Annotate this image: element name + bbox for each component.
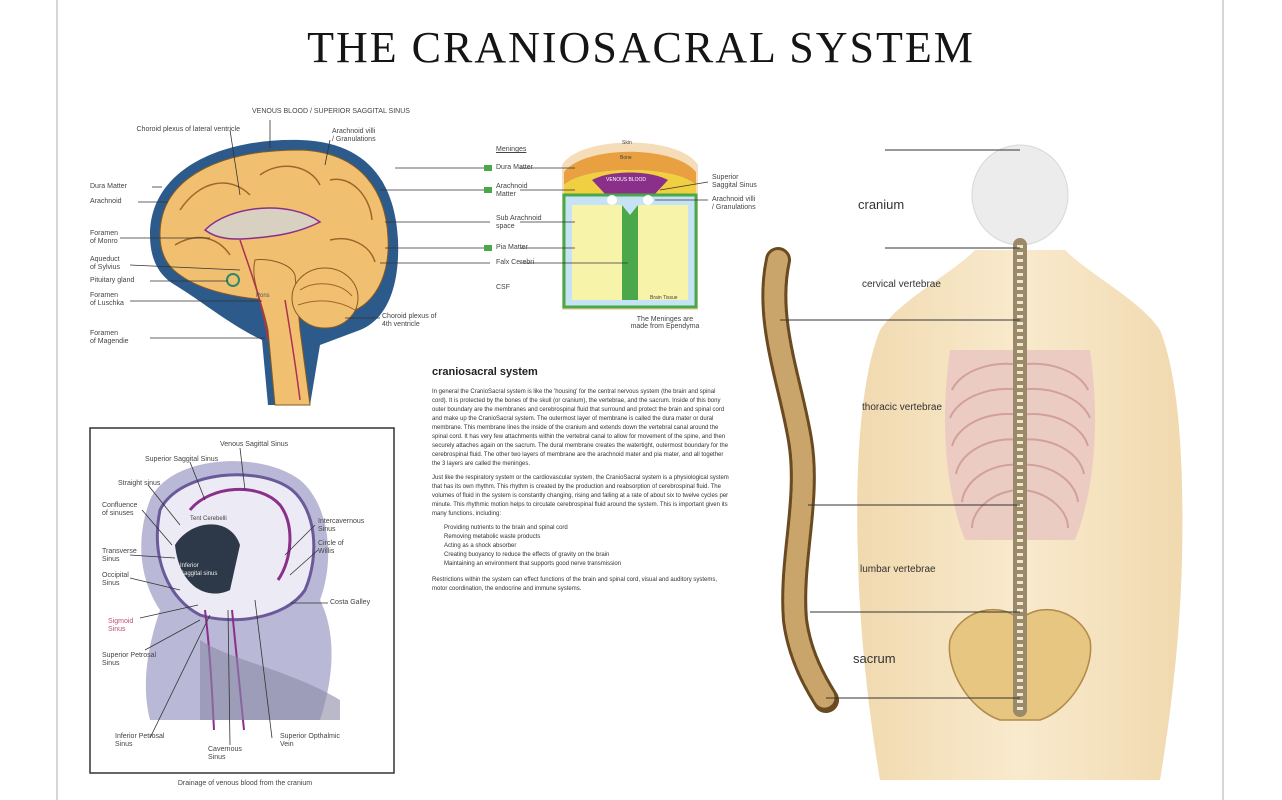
venous-frame	[89, 427, 395, 774]
meninges-inner-bone: Bone	[620, 155, 632, 161]
meninges-label-falx: Falx Cerebri	[496, 259, 535, 266]
meninges-inner-brain: Brain Tissue	[650, 295, 678, 301]
meninges-brain-right	[638, 205, 688, 300]
meninges-sinus	[592, 172, 668, 210]
brain-label-arachnoid: Arachnoid	[90, 198, 122, 205]
cranium-shape	[971, 144, 1069, 246]
venous-label-intercavernous: Intercavernous Sinus	[318, 518, 365, 533]
brain-label-pituitary: Pituitary gland	[90, 277, 135, 284]
pons-label: Pons	[256, 293, 270, 299]
venous-label-straight: Straight sinus	[118, 480, 161, 487]
cerebellum	[291, 267, 359, 329]
pituitary-gland	[226, 273, 240, 287]
meninges-inner-venous: VENOUS BLOOD	[606, 177, 647, 183]
spine-label-lumbar: lumbar vertebrae	[860, 564, 936, 575]
venous-label-confluence: Confluence of sinuses	[102, 502, 138, 517]
meninges-label-csf: CSF	[496, 284, 510, 291]
meninges-label-pia: Pia Matter	[496, 244, 528, 251]
spine-label-cranium: cranium	[858, 197, 905, 212]
spine-label-sacrum: sacrum	[853, 651, 896, 666]
description-heading: craniosacral system	[432, 366, 538, 378]
meninges-label-dura: Dura Matter	[496, 164, 533, 171]
meninges-label-villi: Arachnoid villi / Granulations	[712, 196, 756, 211]
meninges-inner-skin: Skin	[622, 140, 632, 146]
functions-list: Providing nutrients to the brain and spi…	[432, 524, 732, 569]
brain-label-aqueduct-sylvius: Aqueduct of Sylvius	[90, 256, 120, 271]
meninges-caption: The Meninges are made from Ependyma	[630, 316, 700, 330]
venous-label-costa-galley: Costa Galley	[330, 599, 371, 606]
venous-label-cavernous: Cavernous Sinus	[208, 746, 242, 761]
brain-label-choroid-4th: Choroid plexus of 4th ventricle	[382, 313, 437, 328]
brain-label-foramen-luschka: Foramen of Luschka	[90, 292, 124, 307]
lateral-ventricle	[203, 207, 322, 240]
venous-label-circle-willis: Circle of Willis	[318, 540, 344, 555]
venous-label-superior-sagittal: Superior Saggital Sinus	[145, 456, 219, 463]
venous-label-sigmoid: Sigmoid Sinus	[108, 618, 134, 633]
venous-label-ophthalmic: Superior Opthalmic Vein	[280, 733, 340, 748]
venous-tentorium	[175, 524, 240, 594]
venous-label-superior-petrosal: Superior Petrosal Sinus	[102, 652, 157, 667]
description-paragraph-3: Restrictions within the system can effec…	[432, 577, 718, 592]
functions-list-item: Acting as a shock absorber	[444, 543, 517, 549]
venous-caption: Drainage of venous blood from the craniu…	[177, 780, 313, 787]
description-paragraph-2: Just like the respiratory system or the …	[432, 475, 729, 517]
venous-label-transverse: Transverse Sinus	[102, 548, 137, 563]
poster-title: THE CRANIOSACRAL SYSTEM	[307, 23, 975, 72]
functions-list-item: Creating buoyancy to reduce the effects …	[444, 552, 610, 558]
meninges-header: Meninges	[496, 146, 527, 153]
venous-label-occipital: Occipital Sinus	[102, 572, 129, 587]
falx-cerebri	[622, 205, 638, 300]
meninges-label-sagittal-sinus: Superior Saggital Sinus	[712, 174, 757, 189]
brain-label-foramen-monro: Foramen of Monro	[90, 230, 119, 245]
spine-label-thoracic: thoracic vertebrae	[862, 402, 943, 413]
meninges-label-subarachnoid: Sub Arachnoid space	[496, 215, 542, 230]
spine-label-cervical: cervical vertebrae	[862, 279, 941, 290]
description-paragraph-1: In general the CranioSacral system is li…	[432, 389, 729, 467]
venous-sinus-ring	[188, 487, 292, 581]
side-spine	[764, 250, 836, 710]
brain-label-foramen-magendie: Foramen of Magendie	[90, 330, 129, 345]
brain-label-venous-blood: VENOUS BLOOD / SUPERIOR SAGGITAL SINUS	[252, 108, 410, 115]
meninges-bone	[564, 151, 696, 185]
brain-label-choroid-lateral: Choroid plexus of lateral ventricle	[136, 126, 241, 133]
venous-label-inferior-petrosal: Inferior Petrosal Sinus	[115, 733, 165, 748]
venous-label-tent-cerebelli: Tent Cerebelli	[190, 516, 227, 522]
meninges-brain-left	[572, 205, 622, 300]
brain-label-dura-matter: Dura Matter	[90, 183, 127, 190]
meninges-label-arachnoid: Arachnoid Matter	[496, 183, 528, 198]
functions-list-item: Maintaining an environment that supports…	[444, 561, 622, 567]
functions-list-item: Providing nutrients to the brain and spi…	[444, 525, 568, 531]
venous-label-venous-sagittal: Venous Sagittal Sinus	[220, 441, 289, 448]
functions-list-item: Removing metabolic waste products	[444, 534, 541, 540]
venous-neck	[200, 640, 340, 720]
venous-label-inferior-sagittal: Inferior Saggital sinus	[180, 563, 218, 577]
description-block: craniosacral system In general the Crani…	[432, 366, 732, 599]
brain-label-arachnoid-villi: Arachnoid villi / Granulations	[332, 128, 376, 143]
